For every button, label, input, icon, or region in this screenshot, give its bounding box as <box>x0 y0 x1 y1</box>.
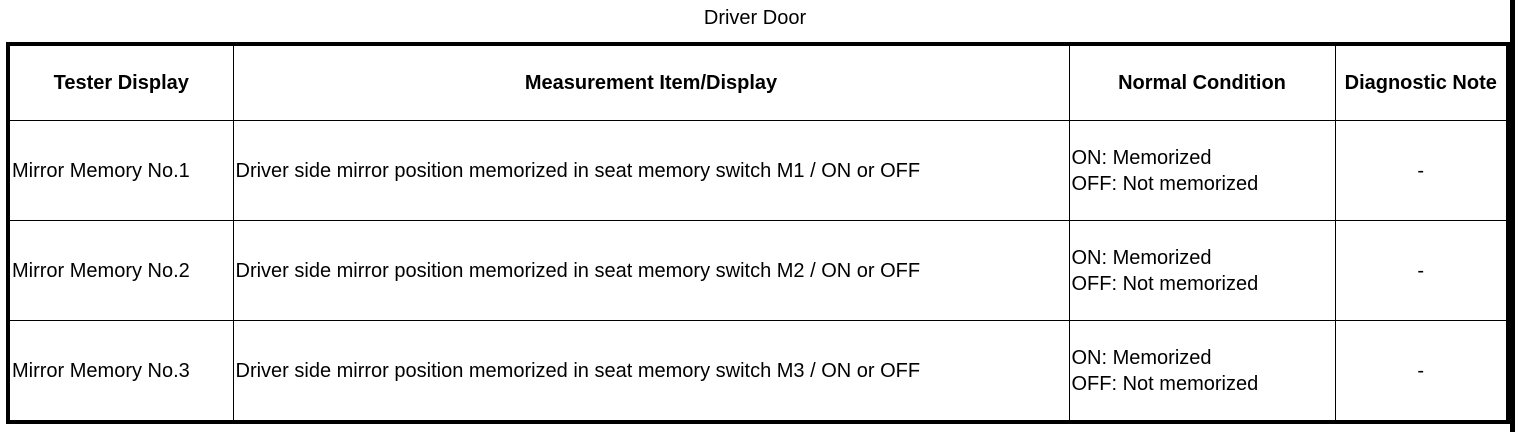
data-list-table: Tester Display Measurement Item/Display … <box>6 42 1510 424</box>
cell-measurement-item: Driver side mirror position memorized in… <box>232 120 1070 221</box>
cell-tester-display: Mirror Memory No.2 <box>7 220 234 321</box>
cell-measurement-item: Driver side mirror position memorized in… <box>232 220 1070 321</box>
cell-normal-condition: ON: Memorized OFF: Not memorized <box>1068 220 1336 321</box>
table-row: Mirror Memory No.1 Driver side mirror po… <box>7 120 1509 221</box>
right-border-rule <box>1510 0 1515 432</box>
table-header-row: Tester Display Measurement Item/Display … <box>7 43 1509 121</box>
page-title: Driver Door <box>703 7 807 29</box>
normal-off-text: OFF: Not memorized <box>1071 272 1259 295</box>
normal-off-text: OFF: Not memorized <box>1071 372 1259 395</box>
header-tester-display: Tester Display <box>7 43 234 121</box>
cell-diagnostic-note: - <box>1334 320 1509 423</box>
normal-on-text: ON: Memorized <box>1071 146 1212 169</box>
header-diagnostic-note: Diagnostic Note <box>1334 43 1509 121</box>
header-measurement-item: Measurement Item/Display <box>232 43 1070 121</box>
normal-on-text: ON: Memorized <box>1071 346 1212 369</box>
cell-normal-condition: ON: Memorized OFF: Not memorized <box>1068 320 1336 423</box>
cell-normal-condition: ON: Memorized OFF: Not memorized <box>1068 120 1336 221</box>
cell-tester-display: Mirror Memory No.3 <box>7 320 234 423</box>
cell-diagnostic-note: - <box>1334 220 1509 321</box>
table-row: Mirror Memory No.2 Driver side mirror po… <box>7 220 1509 321</box>
cell-diagnostic-note: - <box>1334 120 1509 221</box>
cell-measurement-item: Driver side mirror position memorized in… <box>232 320 1070 423</box>
cell-tester-display: Mirror Memory No.1 <box>7 120 234 221</box>
header-normal-condition: Normal Condition <box>1068 43 1336 121</box>
table-row: Mirror Memory No.3 Driver side mirror po… <box>7 320 1509 423</box>
normal-off-text: OFF: Not memorized <box>1071 172 1259 195</box>
normal-on-text: ON: Memorized <box>1071 246 1212 269</box>
